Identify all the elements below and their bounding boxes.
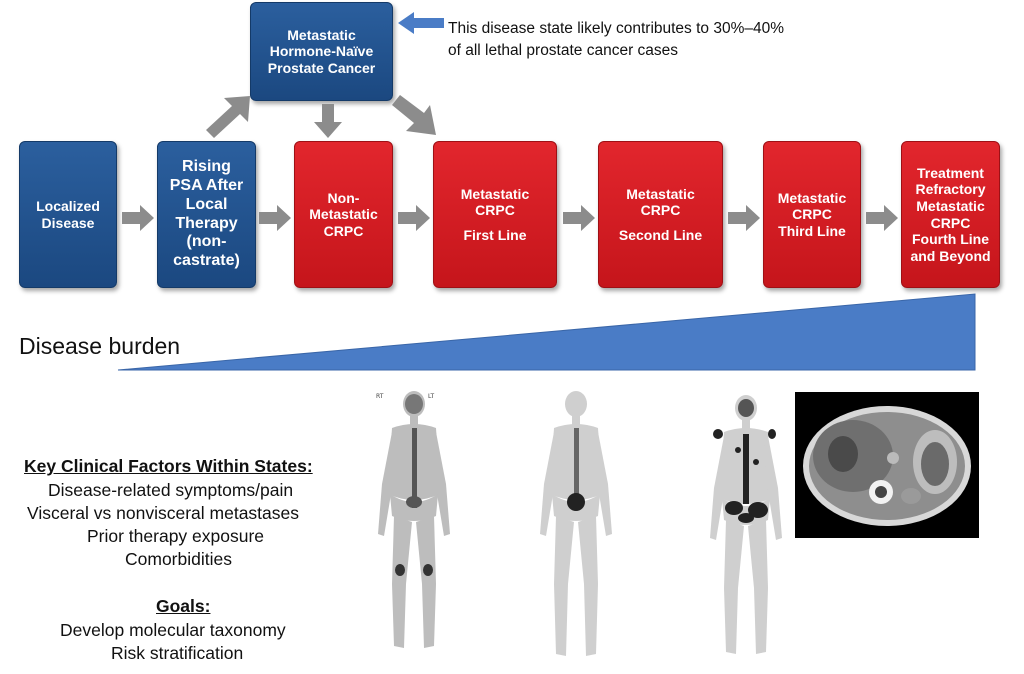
state-text: Fourth Line <box>912 231 989 248</box>
scan-label-lt: LT <box>428 393 435 400</box>
state-text: (non- <box>186 233 227 251</box>
bone-scan-image-3 <box>710 395 782 654</box>
ct-scan-drawing <box>803 406 971 526</box>
arrow-to-nonmetastatic <box>314 104 342 138</box>
state-box-mcrpc-third-line: Metastatic CRPC Third Line <box>763 141 861 288</box>
state-text: Localized <box>36 197 100 214</box>
state-box-treatment-refractory: Treatment Refractory Metastatic CRPC Fou… <box>901 141 1000 288</box>
arrow-to-metastatic-first <box>392 95 436 135</box>
state-subtext: Second Line <box>618 226 703 243</box>
ct-scan-image <box>795 392 979 538</box>
arrow-right-icon <box>398 205 430 231</box>
bone-scan-image-2 <box>540 391 612 656</box>
mhnpc-box: Metastatic Hormone-Naïve Prostate Cancer <box>250 2 393 101</box>
state-text: castrate) <box>173 252 240 270</box>
note-arrow-icon <box>398 12 444 34</box>
arrow-right-icon <box>866 205 898 231</box>
factor-item: Visceral vs nonvisceral metastases <box>27 503 300 523</box>
scan-label-rt: RT <box>376 393 384 400</box>
state-text: Metastatic <box>626 185 695 202</box>
state-box-rising-psa: Rising PSA After Local Therapy (non- cas… <box>157 141 256 288</box>
state-text: CRPC <box>640 202 681 219</box>
disease-burden-wedge <box>117 293 976 371</box>
arrow-right-icon <box>563 205 595 231</box>
state-text: Metastatic <box>460 185 530 202</box>
lethal-share-note: This disease state likely contributes to… <box>448 18 848 62</box>
state-text: Metastatic <box>916 197 985 214</box>
state-text: CRPC <box>792 206 832 223</box>
mhnpc-line-3: Prostate Cancer <box>267 59 376 76</box>
mhnpc-line-2: Hormone-Naïve <box>269 43 374 60</box>
state-text: Non- <box>327 189 360 206</box>
goal-item: Risk stratification <box>111 643 244 663</box>
state-box-nonmetastatic-crpc: Non- Metastatic CRPC <box>294 141 393 288</box>
disease-burden-label: Disease burden <box>19 333 181 359</box>
arrow-right-icon <box>122 205 154 231</box>
state-text: Therapy <box>175 214 238 232</box>
state-box-mcrpc-first-line: Metastatic CRPC First Line <box>433 141 557 288</box>
bone-scan-image-1: RT LT <box>376 391 450 648</box>
factor-item: Prior therapy exposure <box>87 526 265 546</box>
state-text: Local <box>185 195 228 213</box>
state-box-localized: Localized Disease <box>19 141 117 288</box>
factors-heading: Key Clinical Factors Within States: <box>24 456 313 476</box>
note-line-1: This disease state likely contributes to… <box>448 20 785 37</box>
state-text: CRPC <box>930 214 971 231</box>
state-text: Treatment <box>917 164 984 181</box>
state-text: Disease <box>41 214 95 231</box>
state-text: Metastatic <box>309 206 378 223</box>
state-text: Refractory <box>915 181 986 198</box>
mhnpc-line-1: Metastatic <box>287 26 356 43</box>
goal-item: Develop molecular taxonomy <box>60 620 286 640</box>
arrow-right-icon <box>259 205 291 231</box>
state-subtext: First Line <box>463 226 527 243</box>
state-text: PSA After <box>169 176 244 194</box>
note-line-2: of all lethal prostate cancer cases <box>448 42 679 59</box>
state-text: CRPC <box>475 202 515 219</box>
factor-item: Comorbidities <box>125 549 232 569</box>
state-text: Third Line <box>778 222 846 239</box>
factor-item: Disease-related symptoms/pain <box>48 480 294 500</box>
goals-heading: Goals: <box>156 596 211 616</box>
state-box-mcrpc-second-line: Metastatic CRPC Second Line <box>598 141 723 288</box>
state-text: CRPC <box>323 222 364 239</box>
state-text: and Beyond <box>910 247 991 264</box>
arrow-to-rising-psa <box>206 96 250 138</box>
arrow-right-icon <box>728 205 760 231</box>
state-text: Metastatic <box>777 189 847 206</box>
state-text: Rising <box>182 157 231 175</box>
